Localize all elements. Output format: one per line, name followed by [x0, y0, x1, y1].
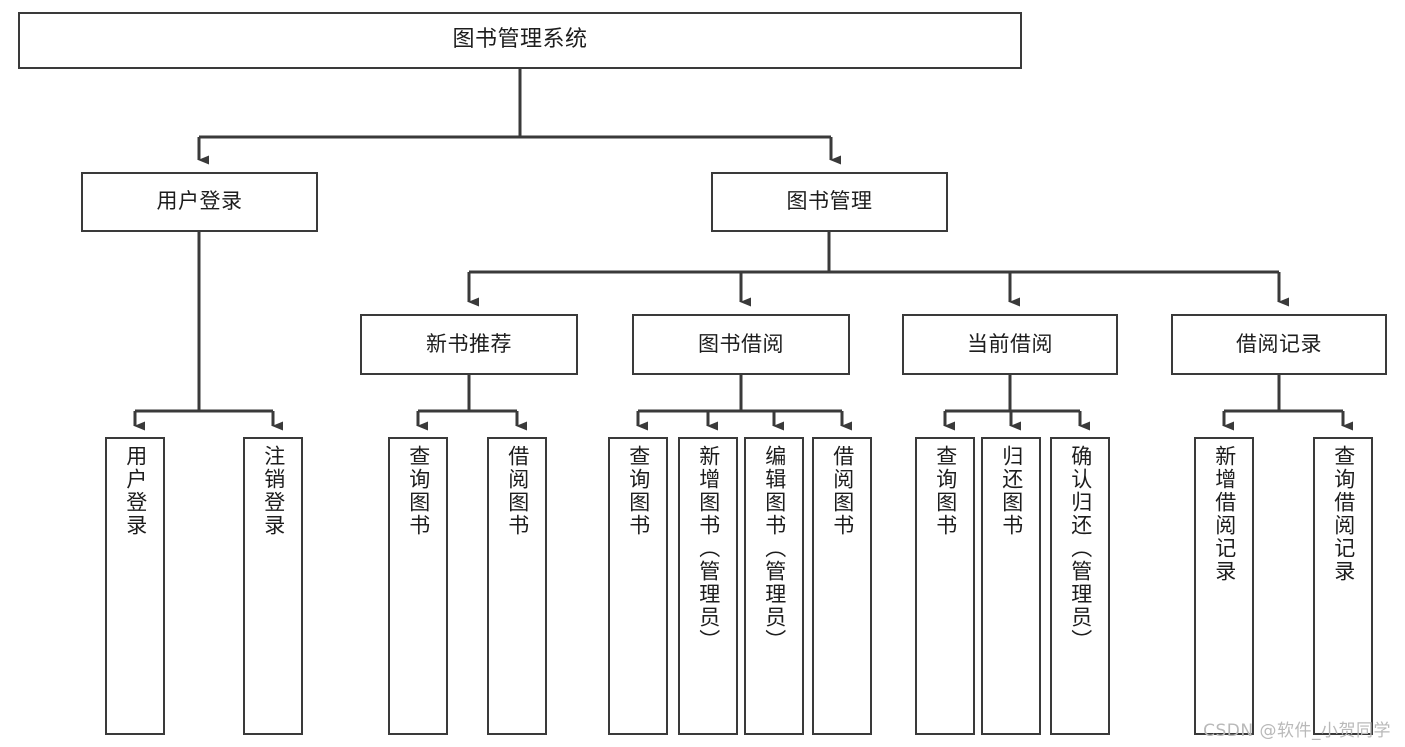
node-leaf-query-record-label: 查询借阅记录: [1331, 445, 1356, 583]
node-book-borrow-label: 图书借阅: [698, 331, 784, 356]
node-leaf-confirm-return-label: 确认归还（管理员）: [1068, 445, 1093, 652]
node-leaf-query-book-1[interactable]: 查询图书: [388, 437, 448, 735]
node-current-borrow[interactable]: 当前借阅: [902, 314, 1118, 375]
node-leaf-return-book-label: 归还图书: [999, 445, 1024, 537]
node-leaf-borrow-book-2-label: 借阅图书: [830, 445, 855, 537]
node-new-book-recommend[interactable]: 新书推荐: [360, 314, 578, 375]
node-leaf-add-book[interactable]: 新增图书（管理员）: [678, 437, 738, 735]
node-borrow-record[interactable]: 借阅记录: [1171, 314, 1387, 375]
node-root-label: 图书管理系统: [452, 27, 588, 53]
node-leaf-add-record-label: 新增借阅记录: [1212, 445, 1237, 583]
node-leaf-query-book-3-label: 查询图书: [933, 445, 958, 537]
node-leaf-query-book-2-label: 查询图书: [626, 445, 651, 537]
node-leaf-edit-book-label: 编辑图书（管理员）: [762, 445, 787, 652]
node-leaf-user-logout-label: 注销登录: [261, 445, 286, 537]
node-leaf-borrow-book-1[interactable]: 借阅图书: [487, 437, 547, 735]
node-leaf-add-record[interactable]: 新增借阅记录: [1194, 437, 1254, 735]
node-root[interactable]: 图书管理系统: [18, 12, 1022, 69]
node-user-login-label: 用户登录: [156, 189, 243, 214]
watermark-text: CSDN @软件_小贺同学: [1203, 721, 1391, 741]
node-current-borrow-label: 当前借阅: [967, 331, 1053, 356]
node-leaf-add-book-label: 新增图书（管理员）: [696, 445, 721, 652]
node-leaf-user-logout[interactable]: 注销登录: [243, 437, 303, 735]
node-new-book-recommend-label: 新书推荐: [426, 331, 512, 356]
node-borrow-record-label: 借阅记录: [1236, 331, 1322, 356]
node-leaf-query-book-1-label: 查询图书: [406, 445, 431, 537]
node-leaf-query-book-2[interactable]: 查询图书: [608, 437, 668, 735]
node-book-borrow[interactable]: 图书借阅: [632, 314, 850, 375]
node-leaf-edit-book[interactable]: 编辑图书（管理员）: [744, 437, 804, 735]
node-leaf-query-record[interactable]: 查询借阅记录: [1313, 437, 1373, 735]
node-leaf-confirm-return[interactable]: 确认归还（管理员）: [1050, 437, 1110, 735]
node-leaf-borrow-book-1-label: 借阅图书: [505, 445, 530, 537]
node-leaf-borrow-book-2[interactable]: 借阅图书: [812, 437, 872, 735]
node-leaf-return-book[interactable]: 归还图书: [981, 437, 1041, 735]
node-leaf-user-login-label: 用户登录: [123, 445, 148, 537]
node-book-manage-label: 图书管理: [786, 189, 873, 214]
node-leaf-query-book-3[interactable]: 查询图书: [915, 437, 975, 735]
node-user-login[interactable]: 用户登录: [81, 172, 318, 232]
node-leaf-user-login[interactable]: 用户登录: [105, 437, 165, 735]
node-book-manage[interactable]: 图书管理: [711, 172, 948, 232]
